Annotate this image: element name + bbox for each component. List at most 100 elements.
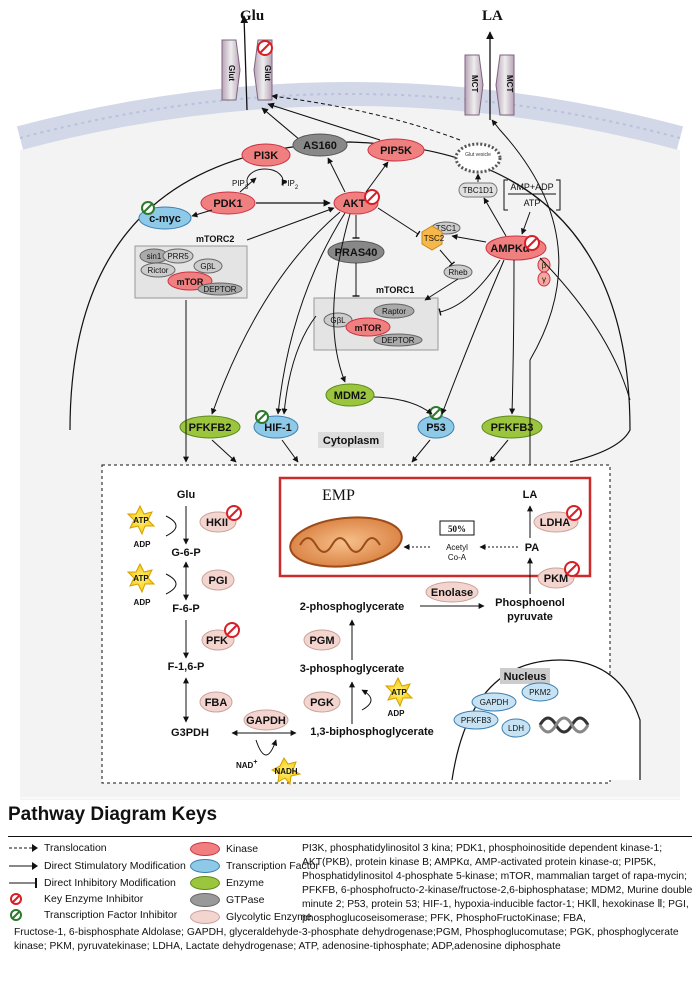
nad-label: NAD+ — [236, 759, 257, 770]
hkii-inhibitor-icon — [226, 505, 242, 521]
ampk-to-tbc1d1 — [483, 197, 507, 237]
pfk-inhibitor-icon — [224, 622, 240, 638]
glut-label-left: Glut — [227, 65, 236, 81]
pras40-label: PRAS40 — [335, 247, 378, 259]
atp-pgi-label: ATP — [133, 574, 149, 583]
pct-label: 50% — [448, 524, 466, 534]
gtpase-swatch — [190, 893, 220, 907]
nadh-label: NADH — [274, 767, 297, 776]
gbl-node-c2 — [193, 258, 223, 274]
mtorc2-to-akt — [246, 207, 335, 241]
pep-label-1: Phosphoenol — [495, 597, 565, 609]
pgm-label: PGM — [309, 635, 334, 647]
ldha-inhibitor-icon — [566, 505, 582, 521]
pkm-node — [537, 567, 575, 589]
rictor-node — [140, 262, 176, 278]
cell-membrane — [16, 82, 684, 150]
p53-label: P53 — [426, 422, 446, 434]
keys-title: Pathway Diagram Keys — [8, 804, 218, 825]
deptor-node-c2 — [197, 282, 243, 296]
pip3-label: PIP3 — [232, 179, 249, 191]
acetyl-label-2: Co-A — [448, 553, 467, 562]
pi3k-node — [241, 143, 291, 167]
emp-f6p: F-6-P — [172, 603, 200, 615]
akt-to-pip5k — [365, 161, 389, 193]
prr5-node — [162, 248, 194, 264]
keys-divider — [8, 836, 692, 837]
mdm2-to-p53 — [373, 396, 433, 415]
ampk-gamma-node — [537, 271, 551, 287]
enzyme-swatch — [190, 876, 220, 890]
adp-pgk-label: ADP — [388, 709, 406, 718]
pgk-atp-loop — [361, 689, 372, 711]
akt-to-hif1 — [275, 212, 346, 415]
dashed-arrow-icon — [9, 844, 38, 852]
key-enzyme: Enzyme — [190, 876, 264, 890]
hif1-to-emp — [281, 439, 299, 463]
key-enzyme-inhibitor-label: Key Enzyme Inhibitor — [44, 893, 144, 905]
abbreviations-a: PI3K, phosphatidylinositol 3 kina; PDK1,… — [302, 843, 693, 924]
green-inhibitor-icon — [10, 909, 22, 921]
hkii-label: HKII — [206, 517, 228, 529]
mtor-label-c2: mTOR — [177, 277, 204, 287]
as160-to-glut — [261, 107, 301, 141]
key-tf: Transcription Factor — [190, 859, 319, 873]
as160-label: AS160 — [303, 140, 337, 152]
nucleus-pfkfb3-label: PFKFB3 — [461, 716, 492, 725]
adp-hk-label: ADP — [134, 540, 152, 549]
pgi-label: PGI — [209, 575, 228, 587]
nucleus-ldh-label: LDH — [508, 724, 524, 733]
ampk-to-p53 — [441, 259, 505, 415]
ampk-side-path — [539, 257, 631, 401]
key-translocation: Translocation — [8, 842, 107, 854]
gbl-node-c1 — [323, 312, 353, 328]
ratio-to-ampk — [521, 211, 531, 235]
emp-f16p: F-1,6-P — [168, 661, 205, 673]
tsc2-label: TSC2 — [424, 234, 445, 243]
gbl-label-c1: GβL — [330, 316, 346, 325]
rictor-label: Rictor — [148, 266, 169, 275]
ampk-to-tsc — [451, 233, 487, 243]
bracket-right — [556, 179, 561, 211]
p53-to-emp — [411, 439, 431, 463]
key-enzyme-inhibitor: Key Enzyme Inhibitor — [8, 893, 143, 905]
translocation-arrow — [271, 93, 461, 141]
key-stim: Direct Stimulatory Modification — [8, 860, 186, 872]
pathway-diagram: Glu Glut Glut LA MCT MCT Glut vesicle TB… — [16, 8, 684, 800]
acetyl-label-1: Acetyl — [446, 543, 468, 552]
key-glyco-label: Glycolytic Enzyme — [226, 911, 312, 923]
pg3-label: 3-phosphoglycerate — [300, 663, 405, 675]
key-stim-label: Direct Stimulatory Modification — [44, 860, 186, 872]
mct-label-left: MCT — [470, 75, 479, 92]
fba-label: FBA — [205, 697, 228, 709]
pdk1-pip-arrow — [239, 177, 257, 193]
gapdh-node — [243, 709, 289, 731]
atp-star-pgi — [126, 562, 156, 594]
bracket-left — [503, 179, 508, 211]
tbc1d1-label: TBC1D1 — [463, 186, 494, 195]
deptor-node-c1 — [373, 333, 423, 347]
bpg-label: 1,3-biphosphoglycerate — [310, 726, 433, 738]
pgk-node — [303, 691, 341, 713]
pfkfb3-to-emp — [489, 439, 509, 463]
key-translocation-label: Translocation — [44, 842, 107, 854]
emp-pa: PA — [525, 542, 540, 554]
deptor-label-c1: DEPTOR — [381, 336, 414, 345]
pep-label-2: pyruvate — [507, 611, 553, 623]
mct-right — [495, 54, 515, 116]
solid-arrow-icon — [9, 862, 38, 870]
ampk-inhibits-mtorc1 — [438, 259, 501, 316]
dna-helix-icon — [538, 716, 590, 734]
key-inhib-label: Direct Inhibitory Modification — [44, 877, 176, 889]
hif1-label: HIF-1 — [264, 422, 292, 434]
la-to-mct — [491, 119, 560, 361]
atp-pgk-label: ATP — [391, 688, 407, 697]
pct-box — [439, 520, 475, 536]
ampk-label: AMPKα — [490, 243, 529, 255]
mtor-node-c1 — [345, 317, 391, 337]
akt-inhibits-tsc — [377, 207, 421, 238]
nadh-star — [270, 757, 302, 786]
tf-swatch — [190, 859, 220, 873]
gbl-label-c2: GβL — [200, 262, 216, 271]
pip5k-node — [367, 138, 425, 162]
